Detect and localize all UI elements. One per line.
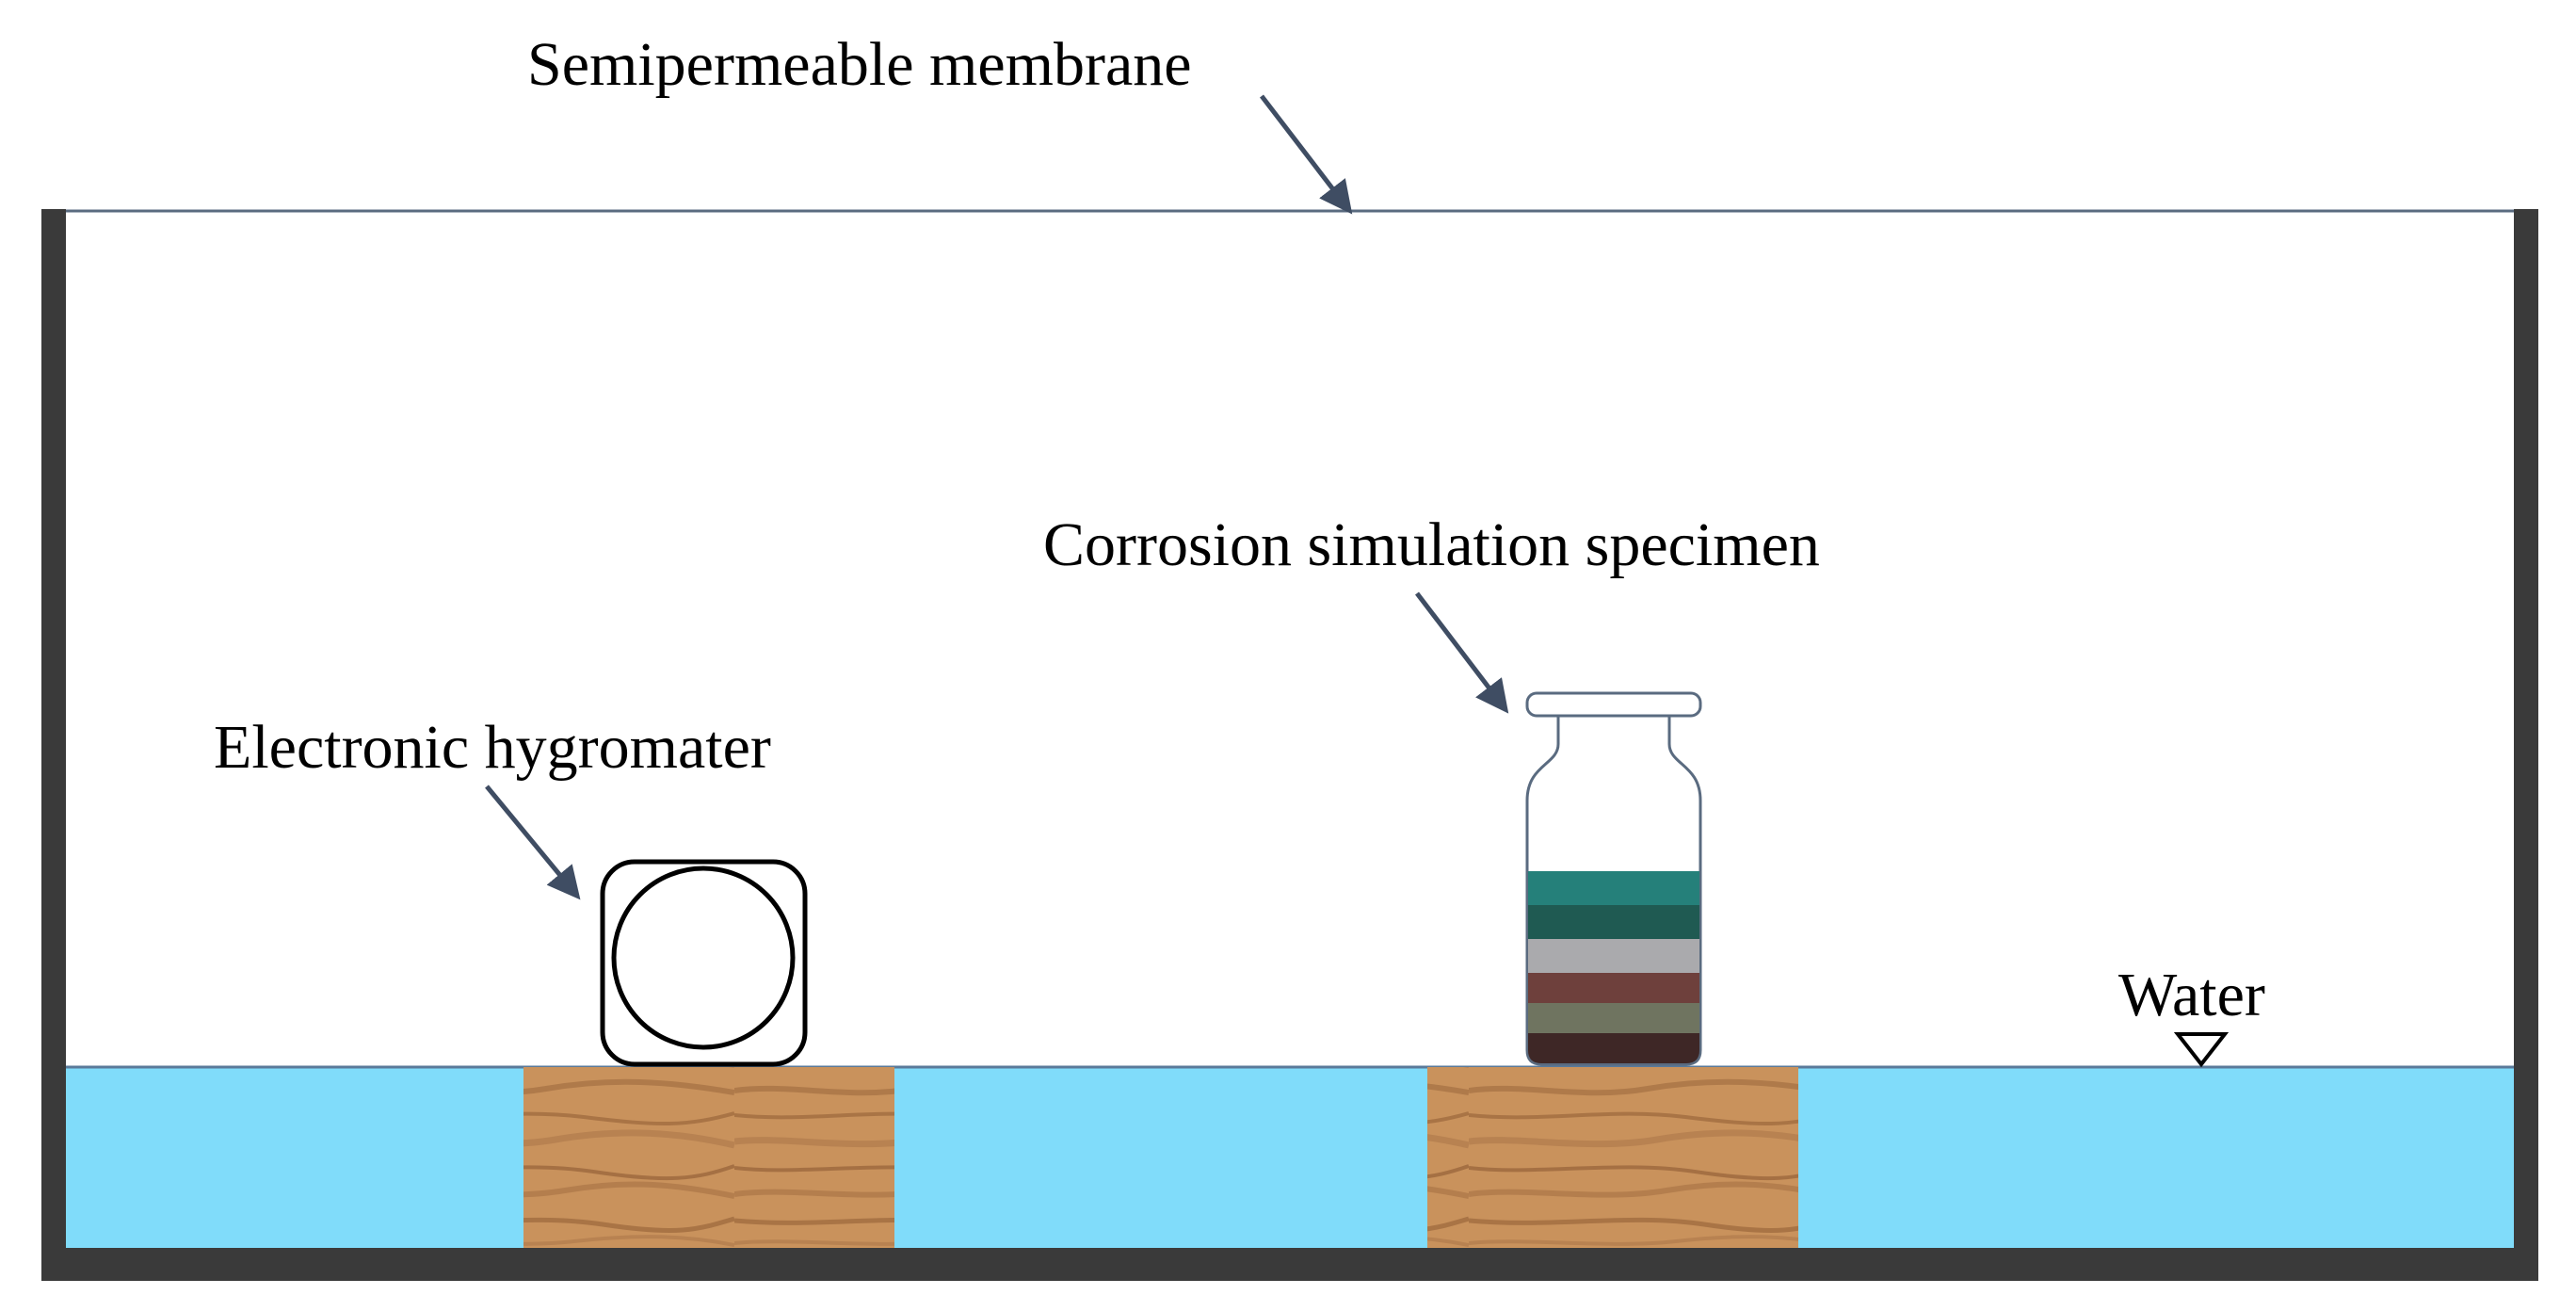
hygrometer-dial [611,866,796,1050]
water-body [66,1067,2514,1248]
wood-support-left [523,1067,894,1248]
corrosion-specimen-bottle [1525,691,1702,1066]
hygrometer-label: Electronic hygromater [214,713,771,782]
tank-floor [41,1248,2538,1281]
water-level-symbol [2173,1032,2230,1068]
specimen-arrow [1415,591,1509,714]
specimen-label: Corrosion simulation specimen [1043,510,1820,579]
hygrometer-arrow [485,785,581,900]
specimen-layer-6 [1528,1033,1699,1063]
tank-wall-right [2514,209,2538,1281]
specimen-layer-5 [1528,1003,1699,1033]
tank-wall-left [41,209,66,1281]
electronic-hygrometer [600,859,808,1067]
water-label: Water [2118,961,2265,1029]
specimen-layer-3 [1528,939,1699,973]
specimen-layer-4 [1528,973,1699,1003]
bottle-cap [1525,691,1702,718]
specimen-layer-2 [1528,905,1699,939]
wood-support-right [1427,1067,1798,1248]
specimen-layer-1 [1528,871,1699,905]
membrane-label: Semipermeable membrane [527,30,1192,99]
membrane-arrow [1260,94,1353,215]
